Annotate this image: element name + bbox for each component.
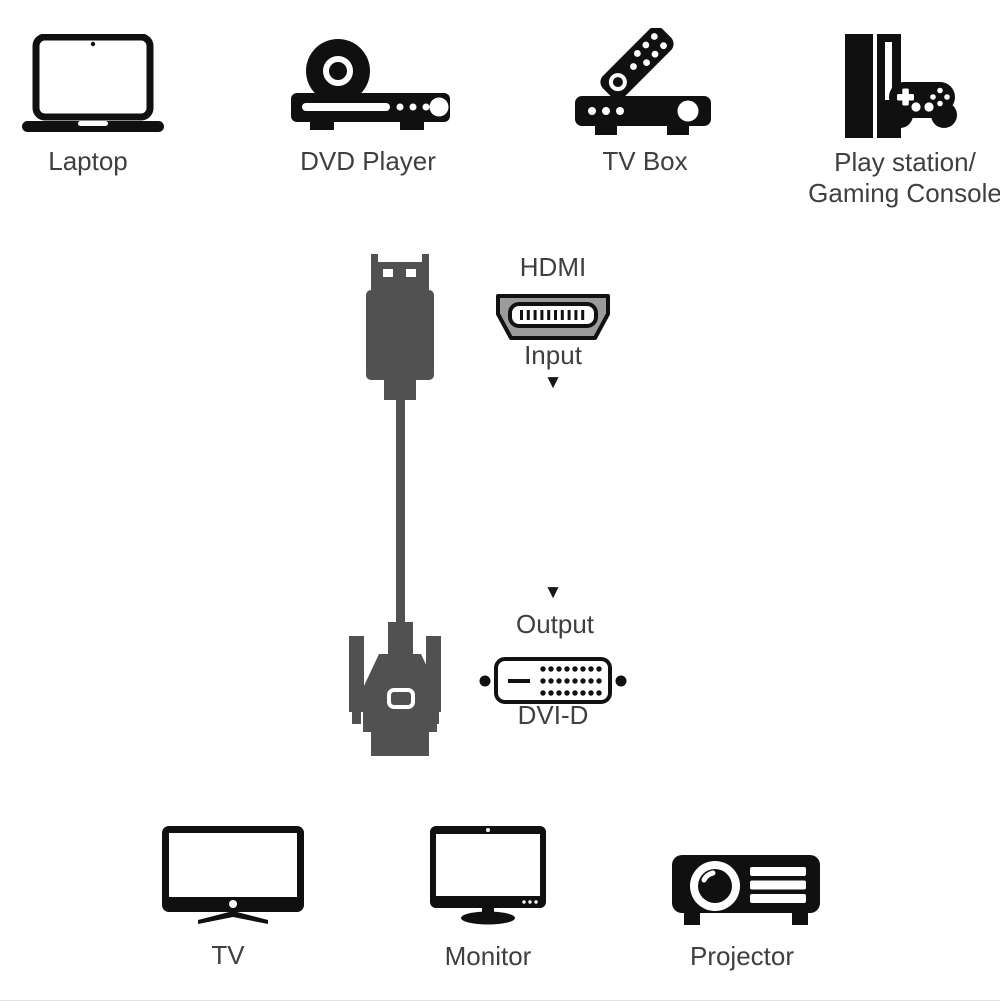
output-label: Output <box>515 609 595 639</box>
monitor-label: Monitor <box>444 941 532 971</box>
tv-box-label: TV Box <box>602 146 688 176</box>
playstation-label-line1: Play station/ <box>834 147 976 177</box>
laptop-icon <box>22 34 164 132</box>
projector-icon <box>672 855 820 925</box>
hdmi-port-icon <box>496 294 610 340</box>
projector-label: Projector <box>689 941 795 971</box>
monitor-icon <box>430 826 546 925</box>
dvi-port-icon <box>479 657 627 704</box>
tv-label: TV <box>211 940 245 970</box>
tv-icon <box>162 826 304 924</box>
down-arrow-icon: ▼ <box>543 372 563 393</box>
hdmi-label: HDMI <box>519 252 587 282</box>
laptop-label: Laptop <box>48 146 128 176</box>
playstation-label-line2: Gaming Console <box>808 178 1000 208</box>
dvd-player-icon <box>291 39 450 130</box>
playstation-icon <box>845 34 957 138</box>
dvd-player-label: DVD Player <box>300 146 436 176</box>
input-label: Input <box>524 340 582 370</box>
tv-box-icon <box>575 28 711 135</box>
adapter-cable-graphic <box>349 254 441 756</box>
down-arrow-icon: ▼ <box>543 582 563 603</box>
dvi-label: DVI-D <box>517 700 589 730</box>
